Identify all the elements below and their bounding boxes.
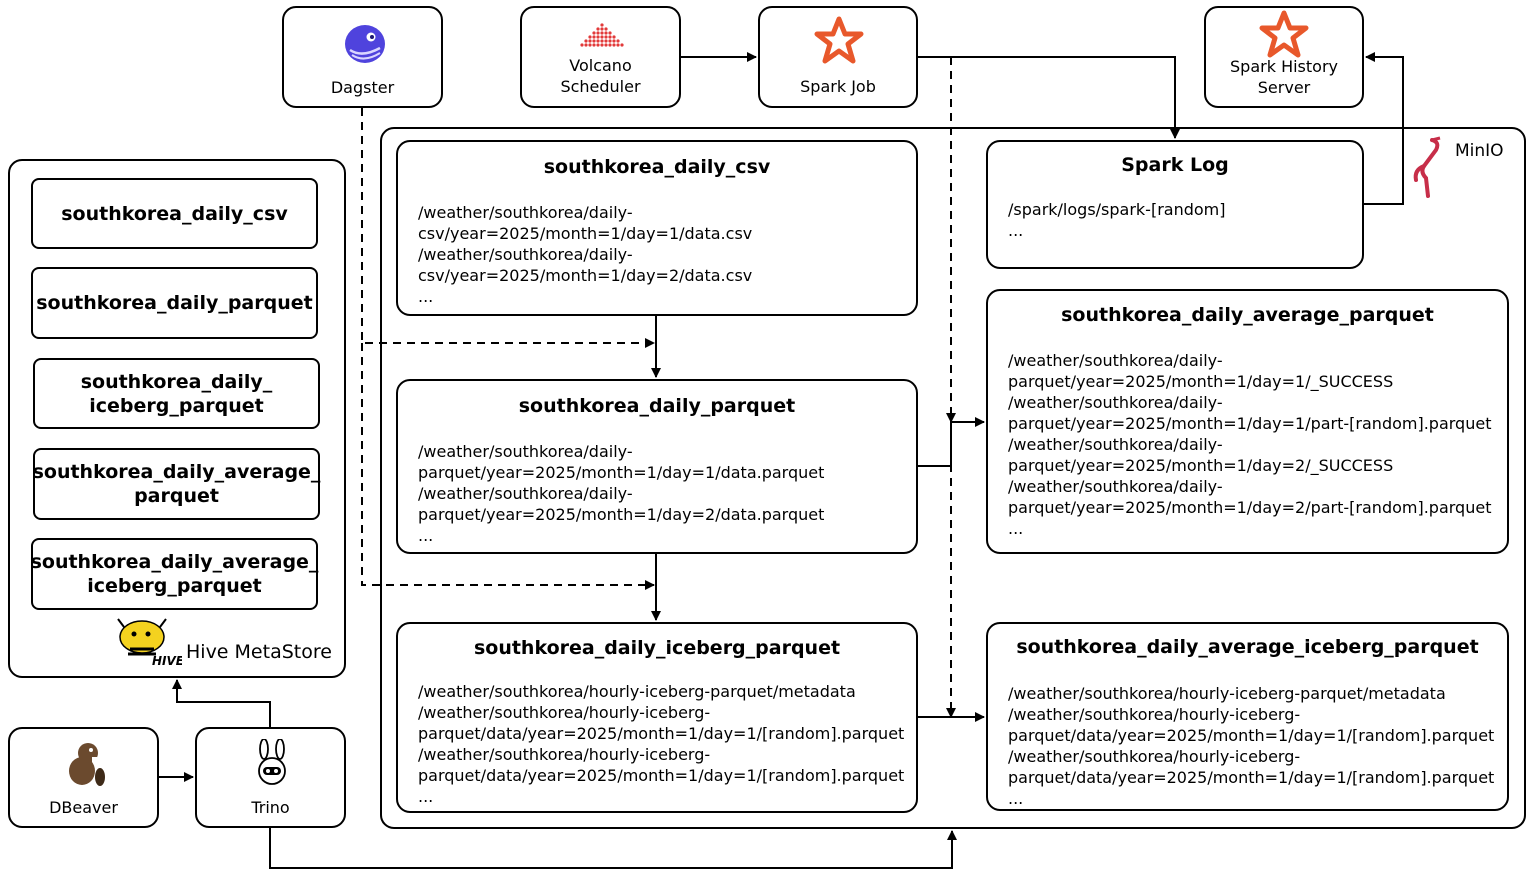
hive-table-southkorea-daily-csv[interactable]: southkorea_daily_csv	[31, 178, 318, 249]
spark-job-node[interactable]: Spark Job	[758, 6, 918, 108]
bucket-title: southkorea_daily_csv	[543, 156, 771, 178]
hive-table-southkorea-daily-average-parquet[interactable]: southkorea_daily_average_ parquet	[33, 448, 320, 520]
bucket-paths: /weather/southkorea/daily- csv/year=2025…	[418, 203, 753, 306]
hive-table-southkorea-daily-parquet[interactable]: southkorea_daily_parquet	[31, 267, 318, 339]
spark-history-server-label: Spark History Server	[1230, 57, 1338, 97]
bucket-title: southkorea_daily_average_parquet	[1061, 304, 1434, 326]
hive-bee-icon: HIVE	[117, 618, 182, 667]
bucket-southkorea-daily-iceberg-parquet[interactable]: southkorea_daily_iceberg_parquet /weathe…	[396, 622, 918, 813]
bucket-southkorea-daily-parquet[interactable]: southkorea_daily_parquet /weather/southk…	[396, 379, 918, 554]
spark-job-label: Spark Job	[800, 77, 876, 96]
hive-table-southkorea-daily-iceberg-parquet[interactable]: southkorea_daily_ iceberg_parquet	[33, 358, 320, 429]
spark-star-icon	[1259, 10, 1309, 58]
dbeaver-node[interactable]: DBeaver	[8, 727, 159, 828]
volcano-scheduler-node[interactable]: Volcano Scheduler	[520, 6, 681, 108]
bucket-southkorea-daily-csv[interactable]: southkorea_daily_csv /weather/southkorea…	[396, 140, 918, 316]
edge-trino-to-hive	[172, 679, 271, 727]
bucket-paths: /weather/southkorea/hourly-iceberg-parqu…	[418, 682, 905, 806]
bucket-southkorea-daily-average-iceberg-parquet[interactable]: southkorea_daily_average_iceberg_parquet…	[986, 622, 1509, 811]
volcano-scheduler-label: Volcano Scheduler	[560, 56, 641, 96]
spark-history-server-node[interactable]: Spark History Server	[1204, 6, 1364, 108]
edge-trino-to-minio	[269, 828, 957, 869]
spark-star-icon	[814, 16, 864, 64]
minio-label: MinIO	[1455, 141, 1504, 161]
edge-sparkjob-to-sparklog	[918, 56, 1180, 139]
dbeaver-beaver-icon	[69, 743, 105, 786]
bucket-southkorea-daily-average-parquet[interactable]: southkorea_daily_average_parquet /weathe…	[986, 289, 1509, 554]
bucket-title: Spark Log	[1121, 154, 1229, 176]
bucket-title: southkorea_daily_iceberg_parquet	[473, 637, 841, 659]
dbeaver-label: DBeaver	[49, 798, 118, 817]
volcano-logo-icon	[580, 23, 624, 47]
bucket-spark-log[interactable]: Spark Log /spark/logs/spark-[random] ...	[986, 140, 1364, 269]
dagster-logo-icon	[345, 25, 385, 63]
bucket-title: southkorea_daily_parquet	[518, 395, 796, 417]
dagster-node[interactable]: Dagster	[282, 6, 443, 108]
bucket-paths: /weather/southkorea/hourly-iceberg-parqu…	[1008, 684, 1495, 808]
trino-node[interactable]: Trino	[195, 727, 346, 828]
svg-text:HIVE: HIVE	[152, 654, 182, 667]
bucket-title: southkorea_daily_average_iceberg_parquet	[1016, 636, 1479, 658]
dagster-label: Dagster	[330, 78, 395, 97]
bucket-paths: /weather/southkorea/daily- parquet/year=…	[418, 442, 825, 545]
trino-label: Trino	[251, 798, 290, 817]
hive-table-southkorea-daily-average-iceberg-parquet[interactable]: southkorea_daily_average_ iceberg_parque…	[31, 538, 318, 610]
minio-flamingo-icon	[1413, 136, 1441, 198]
hive-metastore-label: Hive MetaStore	[186, 641, 332, 663]
bucket-paths: /weather/southkorea/daily- parquet/year=…	[1008, 351, 1492, 538]
bucket-paths: /spark/logs/spark-[random] ...	[1008, 200, 1226, 240]
trino-bunny-icon	[258, 739, 286, 785]
